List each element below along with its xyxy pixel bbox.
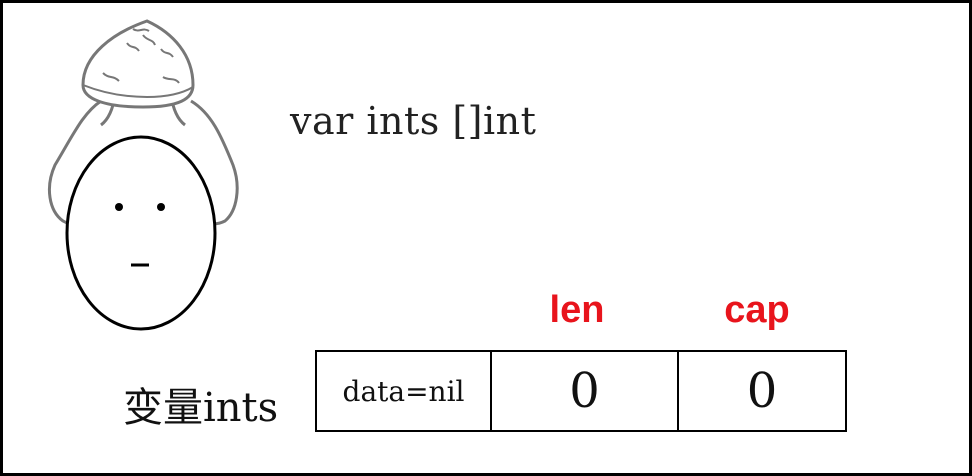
- egg-character-illustration: [48, 19, 239, 331]
- data-pointer-cell: data=nil: [342, 374, 465, 408]
- left-eye: [115, 203, 123, 211]
- variable-label: 变量ints: [123, 385, 279, 431]
- len-field-label: len: [549, 289, 605, 331]
- slice-header-structure: data=nil 0 0: [315, 350, 847, 432]
- len-value-cell: 0: [490, 352, 677, 430]
- egg-head: [65, 135, 217, 331]
- right-eye: [157, 203, 165, 211]
- cap-value-cell: 0: [677, 352, 845, 430]
- cap-field-label: cap: [724, 289, 790, 331]
- code-declaration: var ints []int: [290, 99, 537, 143]
